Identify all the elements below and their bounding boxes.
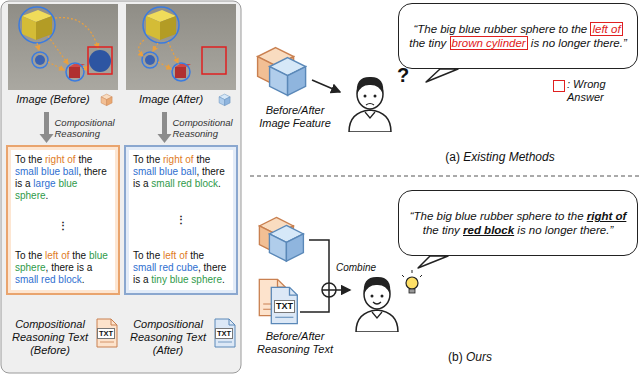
left-panel [1, 1, 241, 373]
illustration-part [8, 4, 118, 90]
illustration-part [37, 43, 39, 50]
illustration-part [89, 50, 111, 72]
illustration-part [172, 63, 190, 81]
node-text: To the left of the blue sphere, there is… [15, 250, 111, 286]
illustration-part [146, 16, 160, 40]
illustration-part [153, 43, 158, 51]
txt-tag: TXT [215, 328, 233, 339]
arrowhead [158, 134, 172, 143]
arrow [312, 80, 340, 92]
illustration-part [88, 47, 112, 74]
cube-icon [219, 94, 230, 106]
illustration-part [32, 52, 48, 68]
combine-symbol [322, 283, 336, 297]
node-text: To the right of the small blue ball, the… [133, 154, 229, 190]
illustration-part [160, 16, 176, 40]
illustration-part [145, 55, 155, 65]
connector [158, 112, 172, 143]
before-image [8, 4, 118, 90]
caption-label: Compositional Reasoning Text (After) [126, 318, 210, 357]
illustration-part [142, 52, 158, 68]
mouth [373, 302, 381, 304]
txt-tag: TXT [274, 300, 295, 313]
image-panel: Image (Before) [8, 4, 118, 110]
reasoning-text-box: To the right of the small blue ball, the… [124, 145, 238, 295]
plus [322, 283, 336, 297]
question-mark: ? [397, 64, 409, 86]
person-icon [349, 77, 391, 132]
illustration-part [36, 16, 52, 40]
ellipsis: ⋮ [133, 214, 229, 226]
legend-swatch [553, 80, 565, 92]
cube-icon [101, 94, 112, 106]
edge-label: Compositional Reasoning [55, 117, 119, 139]
ellipsis: ⋮ [15, 220, 111, 232]
divider [250, 176, 640, 177]
arrowhead [40, 134, 54, 143]
edge-label: Compositional Reasoning [173, 117, 237, 139]
mouth [366, 104, 374, 106]
illustration-part [126, 4, 236, 90]
subfigure-label: (a) Existing Methods [420, 150, 580, 164]
arrow [336, 289, 350, 291]
illustration-part [139, 40, 144, 56]
illustration-part [48, 36, 68, 64]
node-text: To the left of the small red cube, there… [133, 250, 229, 286]
illustration-part [406, 277, 418, 289]
illustration-part [202, 47, 226, 74]
operation-label: Combine [336, 262, 376, 274]
illustration-part [402, 270, 422, 277]
wire [300, 297, 329, 312]
after-image [126, 4, 236, 90]
node-text: “The big blue rubber sphere to the left … [409, 22, 627, 50]
doc-icon [215, 319, 235, 347]
illustration-part [409, 289, 415, 293]
illustration-part [66, 63, 84, 81]
illustration-part [69, 67, 80, 78]
illustration-part [158, 62, 171, 69]
wire [309, 240, 329, 283]
illustration-part [22, 16, 36, 40]
speech-bubble: “The big blue rubber sphere to the left … [398, 3, 638, 69]
illustration-part [175, 67, 186, 78]
illustration-part [143, 7, 179, 43]
illustration-part [35, 55, 45, 65]
caption-label: Before/After Image Feature [250, 104, 340, 130]
node-text: To the right of the small blue ball, the… [15, 154, 111, 202]
illustration-part [168, 42, 178, 63]
connector-line [162, 112, 167, 135]
lightbulb [402, 270, 422, 293]
subfigure-label: (b) Ours [410, 350, 530, 364]
node-text: “The big blue rubber sphere to the right… [409, 209, 627, 237]
caption-label: Before/After Reasoning Text [250, 330, 340, 356]
txt-tag: TXT [97, 328, 115, 339]
illustration-part [19, 7, 55, 43]
caption-label: Compositional Reasoning Text (Before) [8, 318, 92, 357]
bubble-tail [418, 256, 448, 268]
node-text: Image (Before) [8, 93, 98, 106]
legend-text: : Wrong Answer [567, 78, 643, 104]
connector [40, 112, 54, 143]
doc-icon [271, 287, 297, 323]
illustration-part [48, 62, 64, 70]
node-text: Image (After) [126, 93, 216, 106]
feature-cube [270, 58, 306, 96]
feature-cube [269, 225, 303, 261]
bubble-tail [426, 69, 458, 82]
speech-bubble: “The big blue rubber sphere to the right… [398, 190, 638, 256]
doc-icon [97, 319, 117, 347]
illustration-part [55, 18, 98, 48]
reasoning-text-box: To the right of the small blue ball, the… [6, 145, 120, 295]
image-panel: Image (After) [126, 4, 236, 110]
illustration-part [37, 18, 98, 70]
connector-line [44, 112, 49, 135]
illustration-part [139, 40, 178, 69]
person-icon [356, 277, 398, 332]
